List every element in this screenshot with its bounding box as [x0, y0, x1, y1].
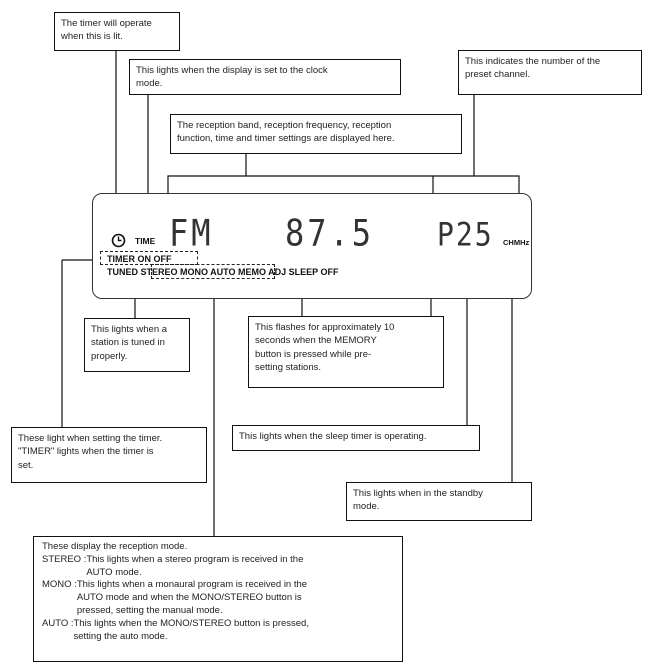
clock-icon	[111, 233, 126, 248]
frequency-readout: 87.5	[285, 211, 375, 255]
callout-standby: This lights when in the standby mode.	[346, 482, 532, 521]
reception-mode-auto: AUTO : This lights when the MONO/STEREO …	[42, 617, 309, 642]
callout-tuned: This lights when a station is tuned in p…	[84, 318, 190, 372]
callout-clock-mode: This lights when the display is set to t…	[129, 59, 401, 95]
display-panel: TIME FM 87.5 P25 CHMHz TIMER ON OFF TUNE…	[92, 193, 532, 299]
reception-mode-callout: These display the reception mode. STEREO…	[33, 536, 403, 662]
callout-memory-flash: This flashes for approximately 10 second…	[248, 316, 444, 388]
callout-preset-channel: This indicates the number of the preset …	[458, 50, 642, 95]
reception-mode-mono: MONO : This lights when a monaural progr…	[42, 579, 308, 617]
callout-timer-setting: These light when setting the timer. "TIM…	[11, 427, 207, 483]
preset-readout: P25	[437, 215, 494, 254]
timer-dashed-highlight	[100, 251, 198, 265]
callout-sleep-timer: This lights when the sleep timer is oper…	[232, 425, 480, 451]
reception-mode-stereo: STEREO : This lights when a stereo progr…	[42, 553, 304, 578]
band-readout: FM	[169, 211, 214, 255]
time-indicator: TIME	[135, 236, 156, 246]
callout-reception-band: The reception band, reception frequency,…	[170, 114, 462, 154]
reception-mode-heading: These display the reception mode.	[42, 541, 188, 552]
callout-timer-operate: The timer will operate when this is lit.	[54, 12, 180, 51]
reception-mode-dashed-highlight	[151, 264, 275, 279]
timer-indicator-row: TIMER ON OFF	[107, 254, 172, 264]
status-indicator-row: TUNED STEREO MONO AUTO MEMO ADJ SLEEP OF…	[107, 267, 339, 277]
channel-unit-indicator: CHMHz	[503, 238, 530, 247]
